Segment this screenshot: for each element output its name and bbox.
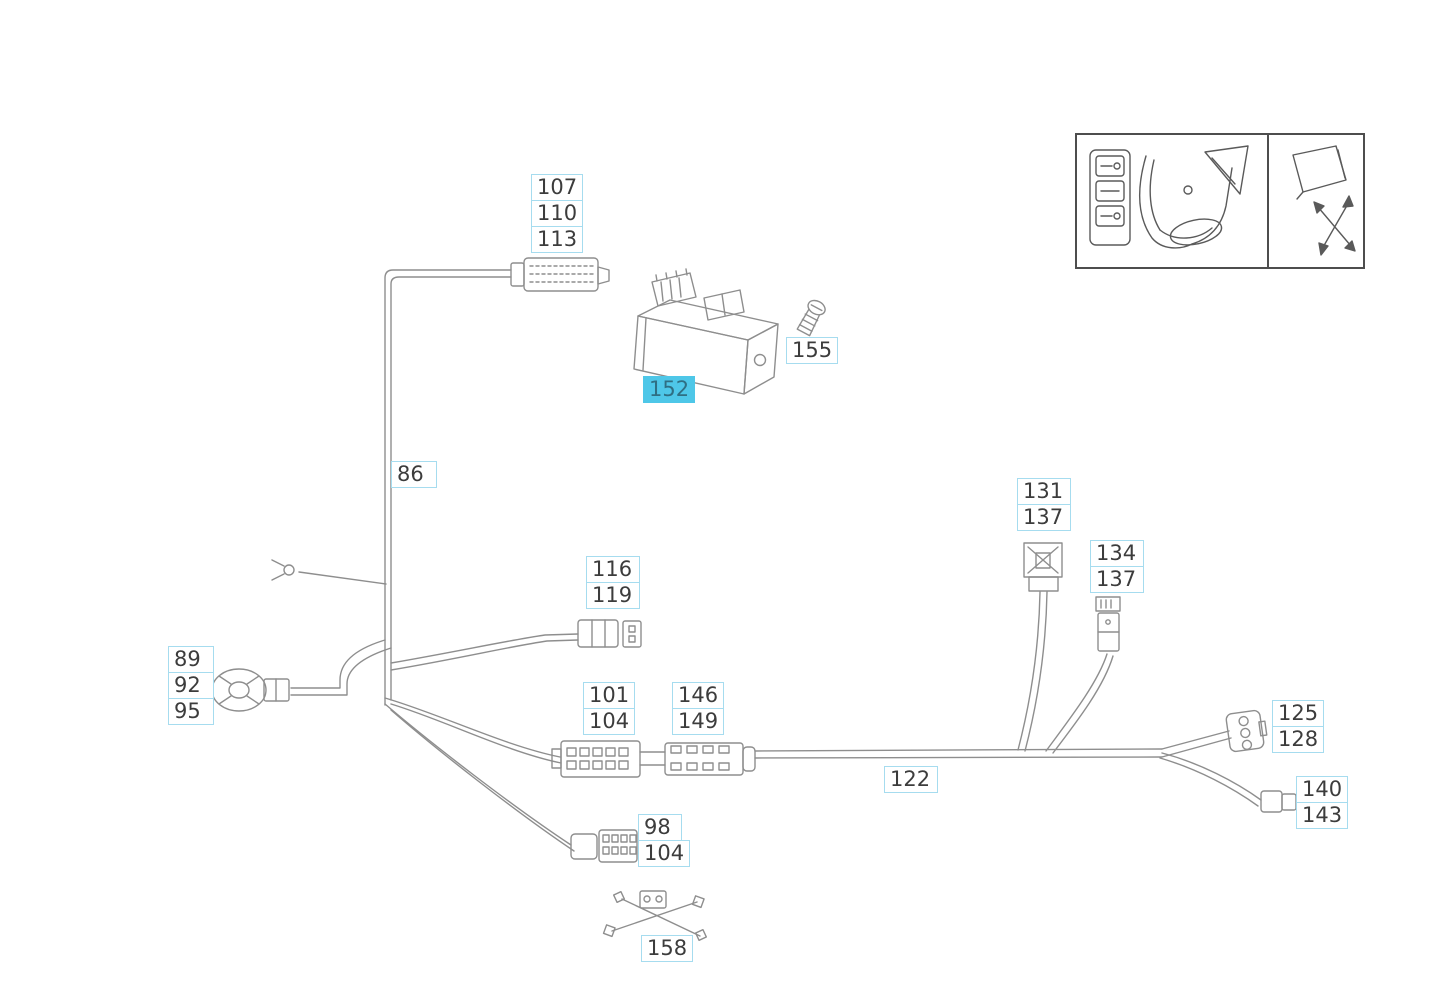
part-label-140[interactable]: 140 [1296, 776, 1348, 803]
part-label-158[interactable]: 158 [641, 935, 693, 962]
connector-116-119 [390, 619, 642, 671]
part-label-131[interactable]: 131 [1017, 478, 1071, 505]
inset-reference-box [1075, 133, 1365, 269]
part-158 [602, 890, 708, 942]
seat-switch-panel-icon [1089, 149, 1131, 246]
part-label-89[interactable]: 89 [168, 646, 214, 673]
part-label-92[interactable]: 92 [168, 672, 214, 699]
ring-terminal-branch [271, 559, 387, 585]
part-label-116[interactable]: 116 [586, 556, 640, 583]
connector-131-137 [1017, 542, 1063, 752]
mirror-icon [1292, 145, 1347, 200]
module-152 [633, 268, 779, 395]
part-label-137b[interactable]: 137 [1090, 566, 1144, 593]
part-label-149[interactable]: 149 [672, 708, 724, 735]
connector-89-92-95 [211, 639, 392, 712]
screw-155 [796, 299, 826, 337]
part-label-134[interactable]: 134 [1090, 540, 1144, 567]
connector-134-137 [1045, 596, 1121, 754]
part-label-137[interactable]: 137 [1017, 504, 1071, 531]
part-label-113[interactable]: 113 [531, 226, 583, 253]
part-label-122[interactable]: 122 [884, 766, 938, 793]
part-label-95[interactable]: 95 [168, 698, 214, 725]
harness-right-split [1159, 730, 1262, 807]
connector-140-143 [1260, 790, 1297, 813]
part-label-119[interactable]: 119 [586, 582, 640, 609]
part-label-143[interactable]: 143 [1296, 802, 1348, 829]
wiring-harness [211, 257, 1297, 942]
connector-146-149 [639, 742, 756, 776]
part-label-125[interactable]: 125 [1272, 700, 1324, 727]
harness-main-run [754, 748, 1163, 759]
part-label-155[interactable]: 155 [786, 337, 838, 364]
part-label-146[interactable]: 146 [672, 682, 724, 709]
harness-trunk [384, 269, 512, 706]
part-label-128[interactable]: 128 [1272, 726, 1324, 753]
connector-98-104 [384, 703, 638, 863]
part-label-107[interactable]: 107 [531, 174, 583, 201]
part-label-86[interactable]: 86 [391, 461, 437, 488]
connector-107-110-113 [510, 257, 610, 292]
part-label-98[interactable]: 98 [638, 814, 682, 841]
part-label-110[interactable]: 110 [531, 200, 583, 227]
connector-101-104 [384, 697, 641, 778]
part-label-104[interactable]: 104 [583, 708, 635, 735]
part-label-152-highlighted[interactable]: 152 [643, 376, 695, 403]
part-label-101[interactable]: 101 [583, 682, 635, 709]
seat-icon [1139, 145, 1249, 249]
connector-125-128 [1225, 709, 1268, 753]
part-label-104b[interactable]: 104 [638, 840, 690, 867]
mirror-adjust-arrows-icon [1313, 195, 1356, 256]
